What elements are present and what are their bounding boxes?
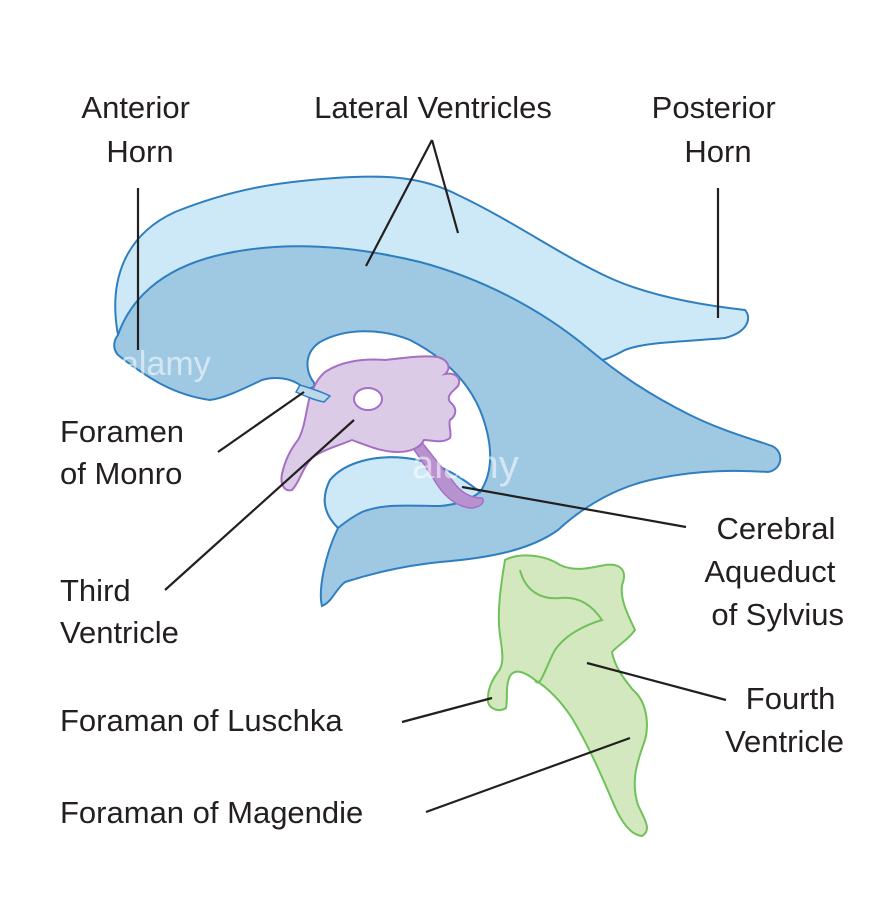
leader-foramen-of-magendie	[425, 736, 631, 814]
label-lateral-ventricles: Lateral Ventricles	[314, 90, 552, 125]
label-third-ventricle-line1: Third	[60, 573, 131, 608]
label-cerebral-aqueduct: Cerebral Aqueduct of Sylvius	[704, 511, 844, 632]
label-anterior-horn-line2: Horn	[106, 134, 173, 169]
leader-lines	[136, 139, 727, 814]
leader-foramen-of-monro	[217, 391, 305, 453]
leader-foramen-of-luschka	[401, 696, 493, 724]
label-third-ventricle-line2: Ventricle	[60, 615, 179, 650]
label-foramen-of-magendie-line1: Foraman of Magendie	[60, 795, 363, 830]
third-ventricle-shape	[280, 355, 461, 492]
watermarks: alamy alamy	[120, 345, 519, 487]
watermark-1: alamy	[120, 345, 211, 383]
label-fourth-ventricle-line1: Fourth	[746, 681, 836, 716]
label-cerebral-aqueduct-line1: Cerebral	[716, 511, 835, 546]
label-lateral-ventricles-line1: Lateral Ventricles	[314, 90, 552, 125]
cerebral-aqueduct-shape	[408, 439, 484, 509]
interthalamic-adhesion	[353, 387, 383, 411]
label-foramen-of-monro: Foramen of Monro	[60, 414, 193, 491]
fourth-ventricle-shape	[486, 554, 648, 838]
label-anterior-horn: Anterior Horn	[81, 90, 198, 169]
label-fourth-ventricle: Fourth Ventricle	[725, 681, 844, 759]
fourth-ventricle-inner-line	[519, 569, 604, 684]
label-foramen-of-monro-line1: Foramen	[60, 414, 184, 449]
label-foramen-of-luschka-line1: Foraman of Luschka	[60, 703, 343, 738]
leader-third-ventricle	[164, 419, 355, 591]
watermark-2: alamy	[412, 443, 519, 487]
label-cerebral-aqueduct-line3: of Sylvius	[711, 597, 844, 632]
label-foramen-of-monro-line2: of Monro	[60, 456, 182, 491]
leader-lateral-ventricles-a	[365, 139, 433, 267]
lateral-ventricle-body	[113, 245, 782, 608]
label-anterior-horn-line1: Anterior	[81, 90, 190, 125]
label-third-ventricle: Third Ventricle	[60, 573, 179, 650]
label-posterior-horn-line2: Horn	[684, 134, 751, 169]
label-cerebral-aqueduct-line2: Aqueduct	[704, 554, 835, 589]
leader-lateral-ventricles-b	[430, 139, 460, 234]
label-fourth-ventricle-line2: Ventricle	[725, 724, 844, 759]
leader-fourth-ventricle	[586, 661, 727, 702]
label-posterior-horn-line1: Posterior	[652, 90, 776, 125]
labels: Anterior Horn Lateral Ventricles Posteri…	[60, 90, 844, 830]
label-foramen-of-magendie: Foraman of Magendie	[60, 795, 363, 830]
label-posterior-horn: Posterior Horn	[652, 90, 785, 169]
leader-cerebral-aqueduct	[461, 485, 687, 529]
label-foramen-of-luschka: Foraman of Luschka	[60, 703, 343, 738]
